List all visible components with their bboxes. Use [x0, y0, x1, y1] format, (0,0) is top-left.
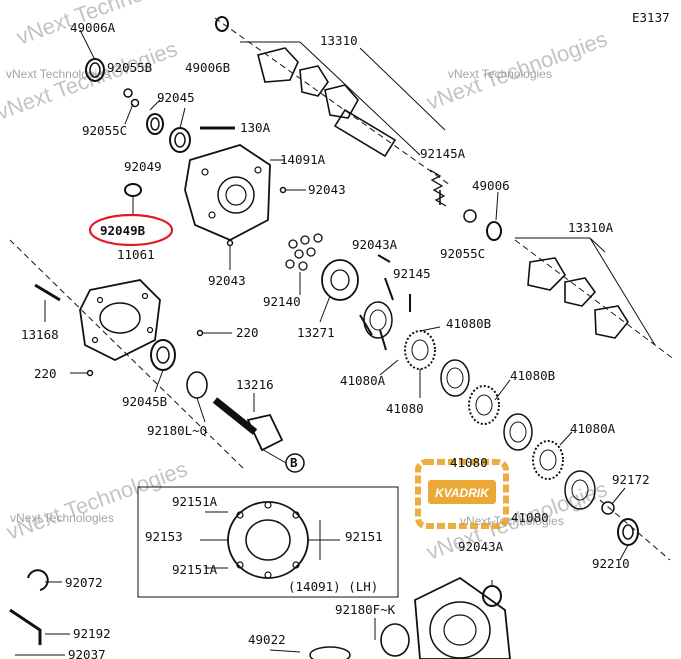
- part-label[interactable]: 92180F~K: [335, 602, 396, 617]
- inset-box: [137, 486, 399, 598]
- part-label[interactable]: 92037: [68, 647, 106, 659]
- part-label[interactable]: 41080: [511, 510, 549, 525]
- part-label[interactable]: 92140: [263, 294, 301, 309]
- part-label[interactable]: 92045: [157, 90, 195, 105]
- part-label[interactable]: 92072: [65, 575, 103, 590]
- part-labels: 49006A 92055B 92055C 92045 92049 130A 14…: [21, 20, 650, 659]
- part-label[interactable]: 92145A: [420, 146, 466, 161]
- part-label[interactable]: 13216: [236, 377, 274, 392]
- watermark-small: vNext Technologies: [448, 67, 552, 81]
- part-label[interactable]: 92043: [208, 273, 246, 288]
- part-label[interactable]: 220: [236, 325, 259, 340]
- watermark-small: vNext Technologies: [10, 511, 114, 525]
- part-label[interactable]: B: [290, 455, 298, 470]
- part-label[interactable]: 11061: [117, 247, 155, 262]
- part-label-highlighted[interactable]: 92049B: [100, 223, 146, 238]
- part-label[interactable]: 92151: [345, 529, 383, 544]
- part-label[interactable]: 92180L~Q: [147, 423, 207, 438]
- top-left-parts: [79, 29, 306, 270]
- cover-parts: [9, 239, 305, 473]
- part-label[interactable]: 130A: [240, 120, 271, 135]
- part-label[interactable]: 13310A: [568, 220, 614, 235]
- kvadrik-logo-text: KVADRIK: [435, 486, 490, 500]
- part-label[interactable]: 92192: [73, 626, 111, 641]
- part-label[interactable]: 13271: [297, 325, 335, 340]
- bottom-left-parts: [9, 569, 70, 656]
- highlight-ellipse: [88, 213, 174, 247]
- part-label[interactable]: 13168: [21, 327, 59, 342]
- part-label[interactable]: 92045B: [122, 394, 167, 409]
- part-label[interactable]: 92043A: [458, 539, 504, 554]
- part-label[interactable]: 41080: [386, 401, 424, 416]
- watermark-group: vNext Technologies vNext Technologies vN…: [0, 0, 611, 565]
- part-label[interactable]: 92049: [124, 159, 162, 174]
- part-label: (14091) (LH): [288, 579, 378, 594]
- part-label[interactable]: 49006A: [70, 20, 116, 35]
- part-label[interactable]: 92172: [612, 472, 650, 487]
- part-label[interactable]: 92043A: [352, 237, 398, 252]
- part-label[interactable]: 92055C: [440, 246, 485, 261]
- part-label[interactable]: 92145: [393, 266, 431, 281]
- part-label[interactable]: 92055C: [82, 123, 127, 138]
- part-label[interactable]: 14091A: [280, 152, 326, 167]
- clutch-pack: [285, 233, 671, 561]
- bottom-housing: [269, 576, 511, 659]
- part-label[interactable]: 41080B: [510, 368, 555, 383]
- part-label[interactable]: 92151A: [172, 494, 218, 509]
- part-label[interactable]: 49006: [472, 178, 510, 193]
- part-label[interactable]: 41080: [450, 455, 488, 470]
- part-label[interactable]: 41080B: [446, 316, 491, 331]
- diagram-code: E3137: [632, 10, 670, 25]
- part-label[interactable]: 92153: [145, 529, 183, 544]
- part-label[interactable]: 92043: [308, 182, 346, 197]
- part-label[interactable]: 49006B: [185, 60, 230, 75]
- part-label[interactable]: 49022: [248, 632, 286, 647]
- part-label[interactable]: 41080A: [340, 373, 386, 388]
- part-label[interactable]: 92151A: [172, 562, 218, 577]
- part-label[interactable]: 13310: [320, 33, 358, 48]
- part-label[interactable]: 41080A: [570, 421, 616, 436]
- part-label[interactable]: 92055B: [107, 60, 152, 75]
- kvadrik-badge: KVADRIK: [415, 459, 509, 529]
- part-label[interactable]: 220: [34, 366, 57, 381]
- part-label[interactable]: 92210: [592, 556, 630, 571]
- driveshaft-parts: [214, 16, 676, 361]
- watermark-small: vNext Technologies: [6, 67, 110, 81]
